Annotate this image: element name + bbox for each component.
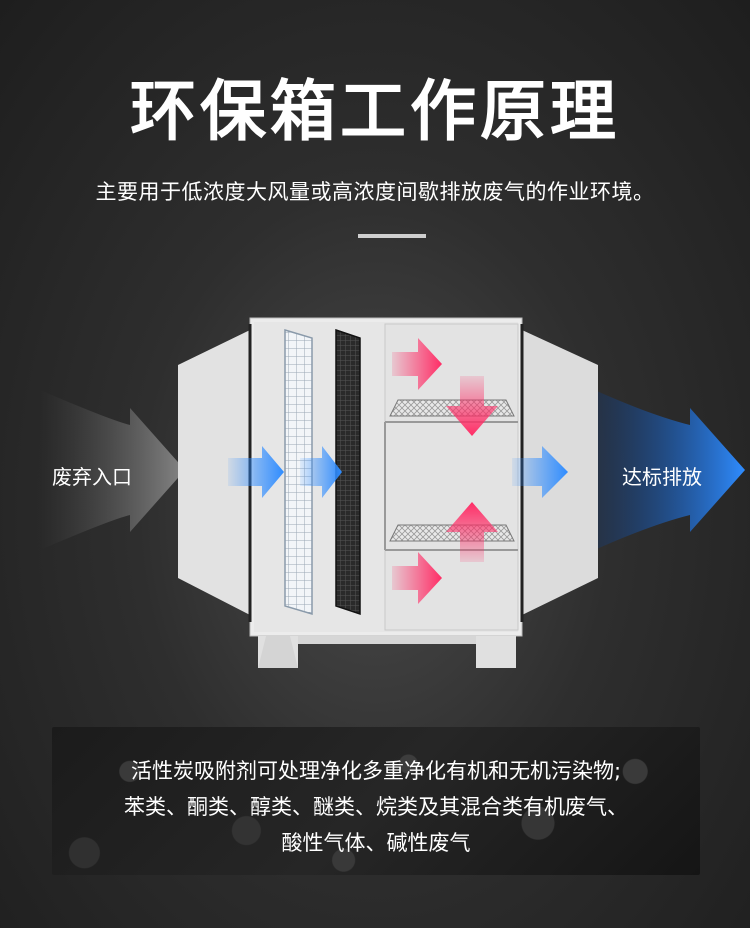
dark-filter — [335, 328, 361, 616]
outlet-arrow — [590, 388, 745, 552]
page-subtitle: 主要用于低浓度大风量或高浓度间歇排放废气的作业环境。 — [95, 180, 655, 204]
info-line: 酸性气体、碱性废气 — [281, 831, 471, 855]
pink-arrow-top — [392, 338, 442, 390]
page-title: 环保箱工作原理 — [130, 73, 620, 150]
inlet-hood — [178, 330, 250, 615]
purifier-diagram — [40, 317, 745, 668]
blue-arrow-1 — [228, 446, 284, 498]
pink-arrow-down — [446, 376, 498, 436]
pink-arrow-up — [446, 502, 498, 562]
info-line: 苯类、酮类、醇类、醚类、烷类及其混合类有机废气、 — [124, 795, 628, 819]
title-divider — [358, 234, 426, 238]
blue-arrow-2 — [300, 446, 342, 498]
outlet-label: 达标排放 — [622, 465, 702, 489]
info-line: 活性炭吸附剂可处理净化多重净化有机和无机污染物; — [130, 759, 622, 783]
inlet-label: 废弃入口 — [52, 465, 132, 489]
box-leg-right — [476, 636, 516, 668]
inlet-arrow — [40, 390, 185, 550]
mesh-filter — [284, 328, 313, 616]
info-panel: 活性炭吸附剂可处理净化多重净化有机和无机污染物; 苯类、酮类、醇类、醚类、烷类及… — [52, 727, 700, 875]
pink-arrow-bottom — [392, 552, 442, 604]
blue-arrow-3 — [512, 446, 568, 498]
